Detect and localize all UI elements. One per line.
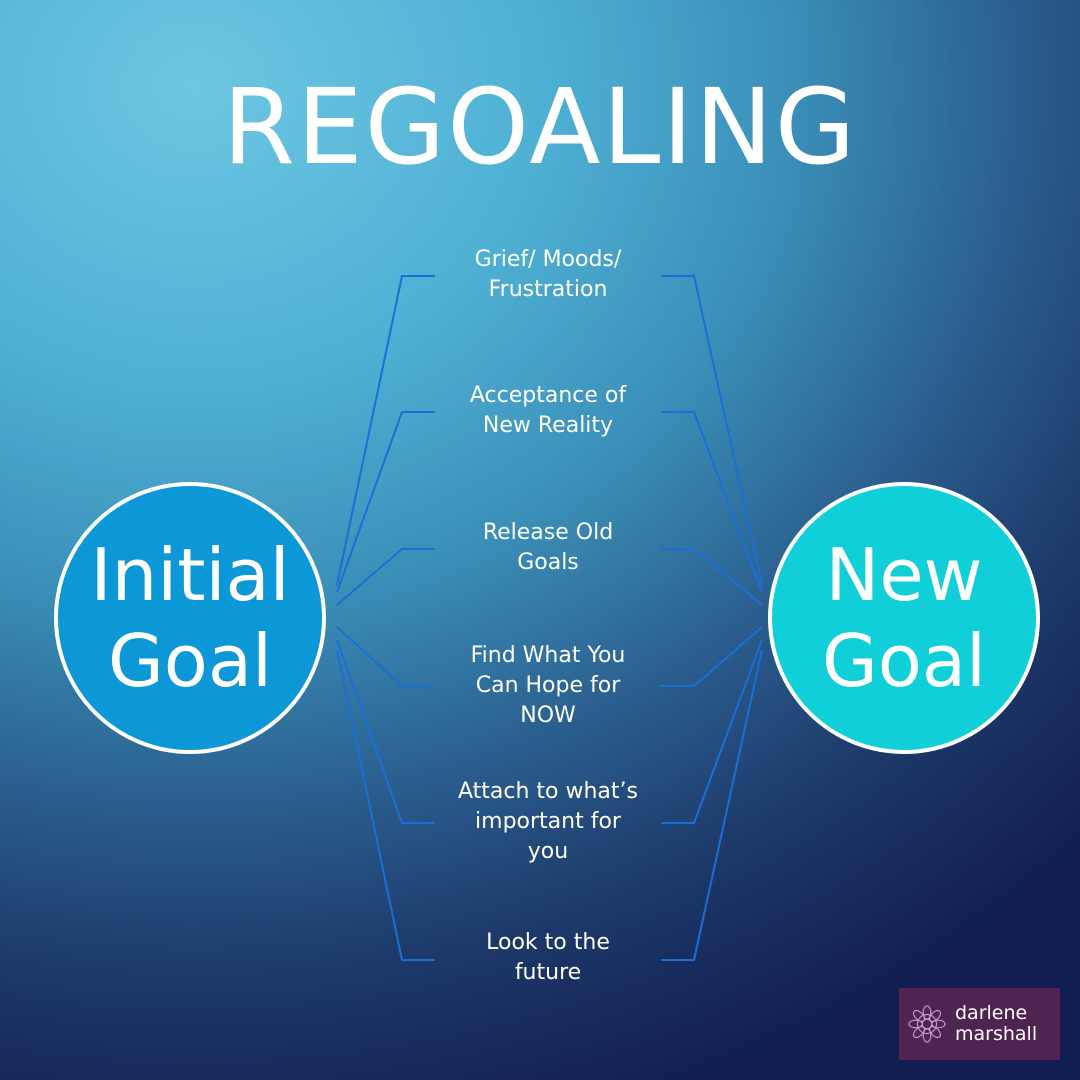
connector-left-4 [336, 626, 435, 687]
step-1-line: Grief/ Moods/ [474, 247, 622, 272]
step-4: Find What You Can Hope for NOW [435, 641, 661, 731]
connector-left-5 [336, 639, 435, 824]
step-5-line: important for [475, 809, 621, 834]
step-3-line: Goals [517, 550, 579, 575]
connector-left-6 [336, 649, 435, 961]
step-5: Attach to what’s important for you [435, 777, 661, 867]
initial-goal-line2: Goal [108, 619, 272, 703]
logo-line2: marshall [955, 1023, 1038, 1045]
step-4-line: Find What You [470, 643, 626, 668]
new-goal-line2: Goal [822, 619, 986, 703]
step-2: Acceptance of New Reality [435, 381, 661, 441]
step-3-line: Release Old [482, 520, 614, 545]
step-6: Look to the future [435, 928, 661, 988]
step-4-line: Can Hope for [475, 673, 621, 698]
step-4-line: NOW [520, 703, 576, 728]
connector-right-2 [661, 411, 763, 593]
mandala-icon [899, 988, 955, 1060]
new-goal-line1: New [825, 532, 983, 617]
step-2-line: Acceptance of [469, 383, 627, 408]
step-3: Release Old Goals [435, 518, 661, 578]
step-2-line: New Reality [482, 413, 614, 438]
connector-left-3 [336, 548, 435, 606]
logo-line1: darlene [955, 1002, 1028, 1024]
initial-goal-node: Initial Goal [54, 482, 326, 754]
initial-goal-line1: Initial [90, 532, 290, 617]
step-6-line: future [514, 960, 582, 985]
connector-right-6 [661, 649, 763, 961]
connector-right-1 [661, 275, 763, 586]
step-6-line: Look to the [486, 930, 610, 955]
diagram-title: REGOALING [222, 66, 858, 188]
step-5-line: you [527, 839, 569, 864]
step-1-line: Frustration [488, 277, 608, 302]
connector-left-2 [336, 411, 435, 593]
step-5-line: Attach to what’s [457, 779, 638, 804]
brand-logo: darlene marshall [899, 988, 1060, 1060]
connector-right-5 [661, 639, 763, 824]
new-goal-node: New Goal [768, 482, 1040, 754]
connector-right-3 [661, 548, 763, 606]
connector-right-4 [661, 626, 763, 687]
connector-left-1 [336, 275, 435, 586]
step-1: Grief/ Moods/ Frustration [435, 245, 661, 305]
